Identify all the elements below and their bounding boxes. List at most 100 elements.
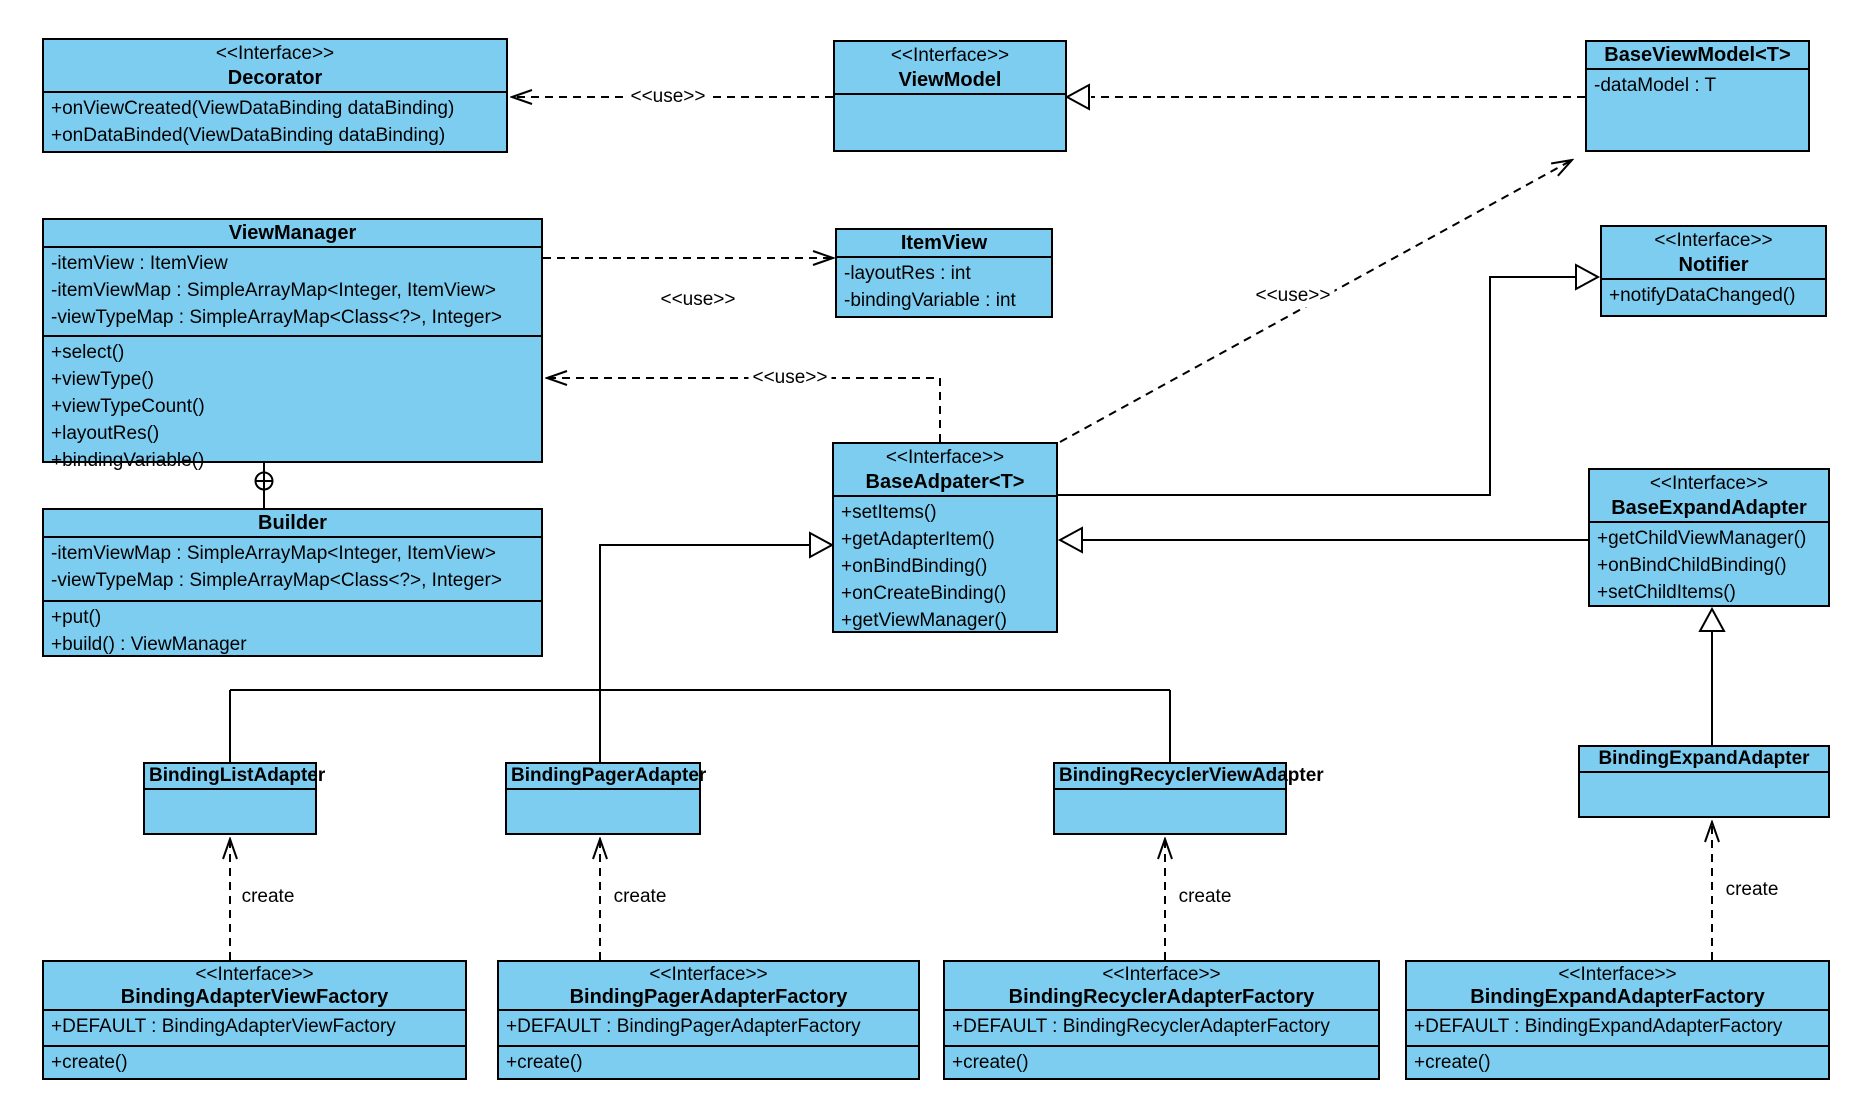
attribute-row: -viewTypeMap : SimpleArrayMap<Class<?>, … <box>51 307 502 328</box>
class-name: BaseAdpater<T> <box>865 471 1025 493</box>
attribute-row: -itemViewMap : SimpleArrayMap<Integer, I… <box>51 543 496 564</box>
method-row: +onBindChildBinding() <box>1597 555 1787 576</box>
method-row: +getAdapterItem() <box>841 529 995 550</box>
class-name: ItemView <box>900 232 988 254</box>
class-title: <<Interface>> BaseExpandAdapter <box>1590 470 1828 521</box>
class-box-bindinglistadapter: BindingListAdapter <box>143 762 326 835</box>
class-box-viewmodel: <<Interface>> ViewModel <box>833 40 1067 152</box>
class-box-bindingrecycleradapterfactory: <<Interface>> BindingRecyclerAdapterFact… <box>943 960 1380 1080</box>
generalization-adapters-trunk <box>599 544 812 762</box>
class-box-notifier: <<Interface>> Notifier +notifyDataChange… <box>1600 225 1827 317</box>
create-label-pageradapter: create <box>613 886 667 907</box>
attribute-row: +DEFAULT : BindingAdapterViewFactory <box>51 1016 396 1037</box>
generalization-baseadpater-notifier <box>1058 276 1576 496</box>
methods-compartment: +create() <box>499 1045 918 1078</box>
attribute-row: -layoutRes : int <box>844 263 971 284</box>
dependency-baseadpater-viewmanager <box>547 378 941 442</box>
class-box-bindingexpandadapterfactory: <<Interface>> BindingExpandAdapterFactor… <box>1405 960 1830 1080</box>
stereotype-label: <<Interface>> <box>890 45 1010 66</box>
use-label-baseadpater-viewmanager: <<use>> <box>748 367 832 389</box>
class-name: Decorator <box>227 67 323 89</box>
class-name: BindingPagerAdapter <box>511 765 707 786</box>
empty-compartment <box>1055 788 1285 833</box>
method-row: +setChildItems() <box>1597 582 1736 603</box>
attribute-row: -bindingVariable : int <box>844 290 1016 311</box>
method-row: +layoutRes() <box>51 423 160 444</box>
method-row: +getViewManager() <box>841 610 1007 631</box>
stereotype-label: <<Interface>> <box>1558 964 1677 985</box>
create-label-listadapter: create <box>241 886 295 907</box>
class-title: BindingExpandAdapter <box>1580 747 1828 771</box>
class-title: <<Interface>> BaseAdpater<T> <box>834 444 1056 495</box>
class-name: BaseViewModel<T> <box>1604 44 1791 66</box>
methods-compartment: +select() +viewType() +viewTypeCount() +… <box>44 335 541 476</box>
class-box-baseexpandadapter: <<Interface>> BaseExpandAdapter +getChil… <box>1588 468 1830 607</box>
hollow-triangle-baseadpater-right <box>1057 526 1083 554</box>
attribute-row: +DEFAULT : BindingPagerAdapterFactory <box>506 1016 861 1037</box>
class-title: Builder <box>44 510 541 536</box>
method-row: +notifyDataChanged() <box>1609 285 1796 306</box>
method-row: +viewType() <box>51 369 154 390</box>
class-name: BindingAdapterViewFactory <box>120 986 389 1008</box>
class-name: BindingExpandAdapterFactory <box>1470 986 1765 1008</box>
class-title: ItemView <box>837 230 1051 256</box>
class-name: ViewModel <box>898 69 1002 91</box>
methods-compartment: +notifyDataChanged() <box>1602 278 1825 315</box>
attributes-compartment: -itemView : ItemView -itemViewMap : Simp… <box>44 246 541 335</box>
class-name: BindingExpandAdapter <box>1598 748 1810 769</box>
methods-compartment: +create() <box>1407 1045 1828 1078</box>
attribute-row: +DEFAULT : BindingExpandAdapterFactory <box>1414 1016 1783 1037</box>
class-title: <<Interface>> ViewModel <box>835 42 1065 93</box>
attribute-row: -itemViewMap : SimpleArrayMap<Integer, I… <box>51 280 496 301</box>
hollow-triangle-notifier <box>1575 263 1601 291</box>
methods-compartment: +onViewCreated(ViewDataBinding dataBindi… <box>44 91 506 151</box>
class-box-viewmanager: ViewManager -itemView : ItemView -itemVi… <box>42 218 543 471</box>
class-box-bindingadapterviewfactory: <<Interface>> BindingAdapterViewFactory … <box>42 960 467 1080</box>
method-row: +create() <box>1414 1052 1491 1073</box>
class-box-baseadpater: <<Interface>> BaseAdpater<T> +setItems()… <box>832 442 1058 633</box>
method-row: +getChildViewManager() <box>1597 528 1807 549</box>
attribute-row: -itemView : ItemView <box>51 253 228 274</box>
method-row: +onViewCreated(ViewDataBinding dataBindi… <box>51 98 455 119</box>
stereotype-label: <<Interface>> <box>885 447 1005 468</box>
class-name: ViewManager <box>228 222 357 244</box>
method-row: +bindingVariable() <box>51 450 205 471</box>
attributes-compartment: -itemViewMap : SimpleArrayMap<Integer, I… <box>44 536 541 600</box>
containment-plus <box>255 472 273 490</box>
class-box-builder: Builder -itemViewMap : SimpleArrayMap<In… <box>42 508 543 657</box>
methods-compartment: +create() <box>44 1045 465 1078</box>
class-name: BindingListAdapter <box>149 765 326 786</box>
stereotype-label: <<Interface>> <box>649 964 768 985</box>
use-label-viewmodel-decorator: <<use>> <box>626 86 710 108</box>
class-box-baseviewmodel: BaseViewModel<T> -dataModel : T <box>1585 40 1810 152</box>
use-label-viewmanager-itemview: <<use>> <box>660 289 736 310</box>
methods-compartment: +create() <box>945 1045 1378 1078</box>
class-box-decorator: <<Interface>> Decorator +onViewCreated(V… <box>42 38 508 153</box>
attributes-compartment: +DEFAULT : BindingRecyclerAdapterFactory <box>945 1009 1378 1045</box>
attribute-row: -dataModel : T <box>1594 75 1717 96</box>
create-label-recycleradapter: create <box>1178 886 1232 907</box>
hollow-triangle-baseexpandadapter <box>1698 606 1726 632</box>
class-box-bindingrecyclerviewadapter: BindingRecyclerViewAdapter <box>1053 762 1324 835</box>
class-box-bindingpageradapter: BindingPagerAdapter <box>505 762 707 835</box>
method-row: +create() <box>952 1052 1029 1073</box>
class-title: BindingPagerAdapter <box>507 764 707 788</box>
method-row: +select() <box>51 342 125 363</box>
attribute-row: +DEFAULT : BindingRecyclerAdapterFactory <box>952 1016 1330 1037</box>
method-row: +setItems() <box>841 502 937 523</box>
empty-compartment <box>507 788 699 833</box>
class-title: <<Interface>> BindingRecyclerAdapterFact… <box>945 962 1378 1009</box>
method-row: +create() <box>506 1052 583 1073</box>
attributes-compartment: +DEFAULT : BindingPagerAdapterFactory <box>499 1009 918 1045</box>
use-label-baseadpater-baseviewmodel: <<use>> <box>1251 285 1335 307</box>
stereotype-label: <<Interface>> <box>1649 473 1769 494</box>
class-title: <<Interface>> Notifier <box>1602 227 1825 278</box>
hollow-triangle-baseadpater-left <box>809 531 835 559</box>
class-name: Builder <box>258 512 327 534</box>
class-title: <<Interface>> BindingAdapterViewFactory <box>44 962 465 1009</box>
method-row: +onCreateBinding() <box>841 583 1007 604</box>
create-label-expandadapter: create <box>1725 879 1779 900</box>
method-row: +create() <box>51 1052 128 1073</box>
method-row: +viewTypeCount() <box>51 396 205 417</box>
